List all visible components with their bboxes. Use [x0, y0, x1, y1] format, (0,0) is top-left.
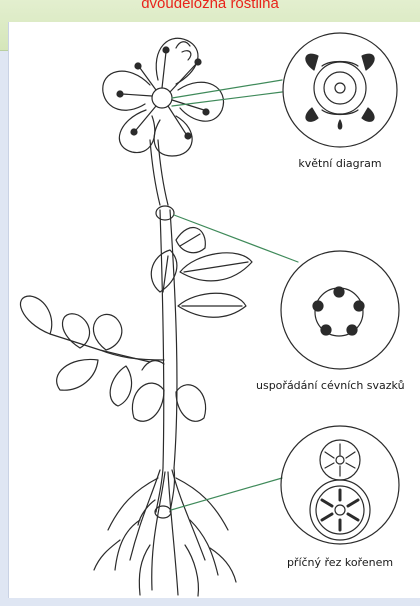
flower-diagram-circle	[283, 33, 397, 147]
vascular-bundle-label: uspořádání cévních svazků	[256, 379, 405, 392]
root-section-detail	[310, 440, 370, 540]
connector-lines	[171, 80, 298, 510]
flower	[103, 38, 224, 156]
vascular-bundle-detail	[313, 287, 364, 336]
stem-section-circle	[281, 251, 399, 369]
root-system	[94, 470, 236, 596]
stem	[150, 140, 177, 518]
leaves	[20, 228, 252, 422]
root-section-label: příčný řez kořenem	[287, 556, 393, 569]
floral-diagram-detail	[306, 54, 374, 129]
flower-diagram-label: květní diagram	[298, 157, 381, 170]
